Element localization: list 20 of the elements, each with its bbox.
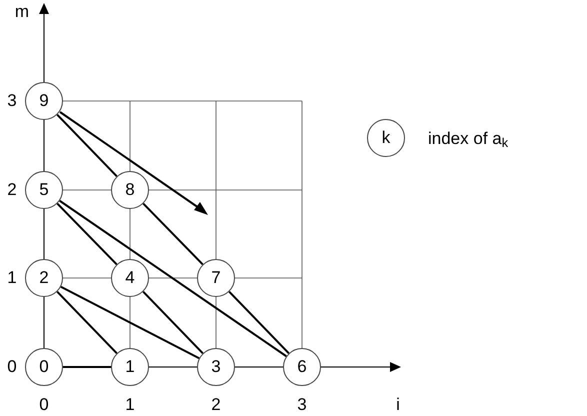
tick-label: 0 bbox=[39, 395, 49, 415]
axis-label: i bbox=[396, 395, 400, 415]
tick-label: 3 bbox=[7, 91, 17, 111]
connector-line bbox=[56, 290, 118, 354]
connector-line bbox=[59, 200, 287, 358]
legend-text: index of a$_{k}$ bbox=[428, 128, 508, 152]
tick-label: 2 bbox=[7, 180, 17, 200]
tick-label: 1 bbox=[125, 395, 135, 415]
tick-label: 1 bbox=[7, 268, 17, 288]
axis-label: m bbox=[14, 2, 30, 22]
tick-label: 2 bbox=[211, 395, 221, 415]
connector-line bbox=[56, 202, 118, 266]
connector-line bbox=[56, 114, 118, 178]
connector-line bbox=[60, 286, 200, 360]
tick-label: 3 bbox=[297, 395, 307, 415]
connector-line bbox=[63, 366, 111, 368]
connector-line bbox=[142, 290, 204, 354]
tick-label: 0 bbox=[7, 357, 17, 377]
connector-line bbox=[228, 290, 290, 354]
connector-line bbox=[142, 202, 204, 266]
